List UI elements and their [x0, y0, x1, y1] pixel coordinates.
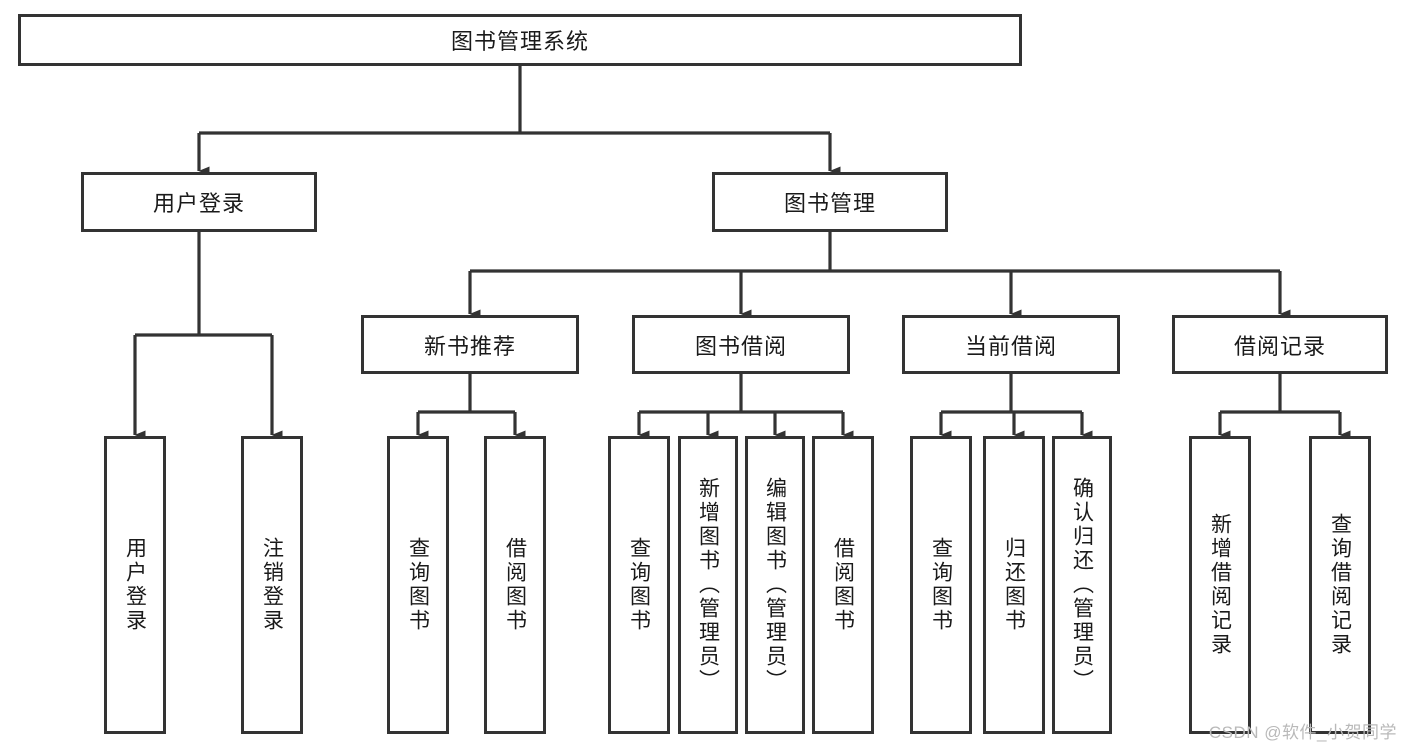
node-book-manage[interactable]: 图书管理: [712, 172, 948, 232]
node-leaf-query-book-bor[interactable]: 查询图书: [608, 436, 670, 734]
node-leaf-borrow-book-rec-label: 借阅图书: [503, 537, 527, 633]
node-user-login-label: 用户登录: [152, 191, 245, 216]
node-leaf-borrow-book-rec[interactable]: 借阅图书: [484, 436, 546, 734]
node-leaf-query-book-rec-label: 查询图书: [406, 537, 430, 633]
node-leaf-query-record-label: 查询借阅记录: [1328, 513, 1352, 657]
node-leaf-query-record[interactable]: 查询借阅记录: [1309, 436, 1371, 734]
node-leaf-query-book-cur[interactable]: 查询图书: [910, 436, 972, 734]
node-root-label: 图书管理系统: [450, 29, 589, 54]
node-new-book-rec[interactable]: 新书推荐: [361, 315, 579, 374]
node-leaf-logout-label: 注销登录: [260, 537, 284, 633]
node-leaf-confirm-return-label: 确认归还（管理员）: [1070, 477, 1094, 693]
node-leaf-borrow-book-bor[interactable]: 借阅图书: [812, 436, 874, 734]
node-book-borrow-label: 图书借阅: [694, 333, 787, 359]
node-leaf-query-book-bor-label: 查询图书: [627, 537, 651, 633]
node-borrow-record-label: 借阅记录: [1233, 333, 1326, 359]
node-leaf-query-book-rec[interactable]: 查询图书: [387, 436, 449, 734]
node-leaf-confirm-return[interactable]: 确认归还（管理员）: [1052, 436, 1112, 734]
node-leaf-return-book[interactable]: 归还图书: [983, 436, 1045, 734]
node-leaf-user-login-label: 用户登录: [123, 537, 147, 633]
watermark-text: CSDN @软件_小贺同学: [1208, 723, 1397, 742]
node-leaf-borrow-book-bor-label: 借阅图书: [831, 537, 855, 633]
node-leaf-edit-book-label: 编辑图书（管理员）: [763, 477, 787, 693]
node-user-login[interactable]: 用户登录: [81, 172, 317, 232]
node-current-borrow-label: 当前借阅: [964, 333, 1057, 359]
node-current-borrow[interactable]: 当前借阅: [902, 315, 1120, 374]
node-book-manage-label: 图书管理: [783, 191, 876, 216]
node-leaf-user-login[interactable]: 用户登录: [104, 436, 166, 734]
node-leaf-add-book[interactable]: 新增图书（管理员）: [678, 436, 738, 734]
node-leaf-add-record[interactable]: 新增借阅记录: [1189, 436, 1251, 734]
node-leaf-edit-book[interactable]: 编辑图书（管理员）: [745, 436, 805, 734]
node-leaf-query-book-cur-label: 查询图书: [929, 537, 953, 633]
node-leaf-add-book-label: 新增图书（管理员）: [696, 477, 720, 693]
node-book-borrow[interactable]: 图书借阅: [632, 315, 850, 374]
node-root[interactable]: 图书管理系统: [18, 14, 1022, 66]
node-leaf-return-book-label: 归还图书: [1002, 537, 1026, 633]
node-leaf-logout[interactable]: 注销登录: [241, 436, 303, 734]
node-borrow-record[interactable]: 借阅记录: [1172, 315, 1388, 374]
node-new-book-rec-label: 新书推荐: [423, 333, 516, 359]
node-leaf-add-record-label: 新增借阅记录: [1208, 513, 1232, 657]
